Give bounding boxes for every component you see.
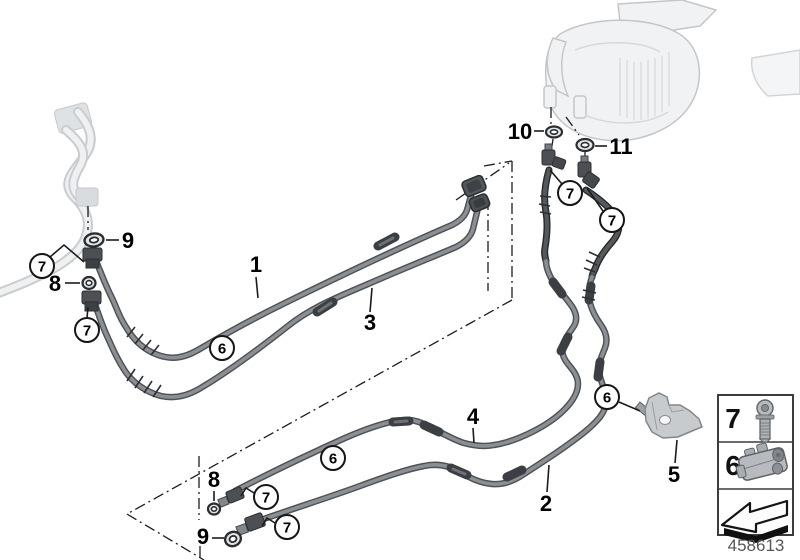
o-ring-10: [544, 125, 564, 139]
pipe-1: [90, 188, 476, 361]
callout-4-label[interactable]: 4: [467, 404, 480, 429]
callout-7e-label[interactable]: 7: [262, 490, 270, 507]
callout-10-label[interactable]: 10: [508, 119, 532, 144]
callout-7d-label[interactable]: 7: [83, 323, 91, 340]
o-ring-8-top: [81, 275, 97, 291]
callout-7-circled-e[interactable]: 7: [253, 484, 279, 510]
callout-7a-label[interactable]: 7: [566, 186, 574, 203]
callout-9-bottom[interactable]: 9: [197, 524, 209, 549]
callout-4[interactable]: 4: [467, 404, 480, 429]
callout-5-label[interactable]: 5: [668, 462, 680, 487]
hvac-unit-faded: [543, 0, 800, 142]
o-ring-9-bottom: [223, 530, 243, 548]
callout-6b-label[interactable]: 6: [329, 451, 337, 468]
pipe-4: [231, 257, 582, 495]
bolt-icon: [755, 399, 775, 443]
part-number: 458613: [728, 536, 785, 555]
hose-10: [538, 166, 553, 265]
callout-9-top-label[interactable]: 9: [122, 228, 134, 253]
callout-1[interactable]: 1: [250, 252, 262, 277]
leader-lines: [49, 130, 678, 539]
callout-8-top-label[interactable]: 8: [49, 271, 61, 296]
evaporator-fittings: [541, 143, 600, 189]
callout-7-circled-f[interactable]: 7: [274, 514, 300, 540]
callout-10[interactable]: 10: [508, 119, 532, 144]
callout-7b-label[interactable]: 7: [608, 213, 616, 230]
pipe-left-fittings-bottom: [217, 486, 266, 537]
callout-7c-label[interactable]: 7: [38, 259, 46, 276]
callout-1-label[interactable]: 1: [250, 252, 262, 277]
callout-11[interactable]: 11: [609, 134, 632, 159]
callout-11-label[interactable]: 11: [609, 134, 632, 159]
pipe-left-fittings-top: [81, 247, 103, 312]
callout-3[interactable]: 3: [364, 310, 376, 335]
callout-9-bottom-label[interactable]: 9: [197, 524, 209, 549]
callout-6-circled-b[interactable]: 6: [320, 445, 346, 471]
legend-row-6-label[interactable]: 6: [725, 450, 741, 481]
pipe-3: [87, 204, 482, 401]
callout-7-circled-b[interactable]: 7: [599, 207, 625, 233]
callout-8-bottom[interactable]: 8: [208, 467, 220, 492]
callout-7-circled-a[interactable]: 7: [557, 180, 583, 206]
bracket-part-5: [634, 392, 703, 439]
legend-box: 7 6: [717, 394, 794, 543]
o-ring-8-bottom: [206, 502, 222, 516]
callout-8-top[interactable]: 8: [49, 271, 61, 296]
callout-7-circled-c[interactable]: 7: [29, 253, 55, 279]
callout-7-circled-d[interactable]: 7: [74, 317, 100, 343]
clamp-icon: [735, 442, 788, 481]
pipe-end-fittings-top: [461, 174, 491, 213]
callout-8-bottom-label[interactable]: 8: [208, 467, 220, 492]
pipe-2: [254, 273, 610, 525]
callout-2-label[interactable]: 2: [540, 491, 552, 516]
callout-7f-label[interactable]: 7: [283, 520, 291, 537]
legend-row-7-label[interactable]: 7: [725, 403, 741, 434]
callout-6-circled-c[interactable]: 6: [594, 384, 620, 410]
callout-6c-label[interactable]: 6: [603, 390, 611, 407]
callout-9-top[interactable]: 9: [122, 228, 134, 253]
callout-5[interactable]: 5: [668, 462, 680, 487]
callout-6a-label[interactable]: 6: [218, 341, 226, 358]
callout-6-circled-a[interactable]: 6: [209, 335, 235, 361]
o-ring-9-top: [83, 232, 105, 248]
callout-2[interactable]: 2: [540, 491, 552, 516]
direction-arrow-icon: [720, 499, 789, 543]
o-ring-11: [575, 137, 595, 153]
callout-3-label[interactable]: 3: [364, 310, 376, 335]
